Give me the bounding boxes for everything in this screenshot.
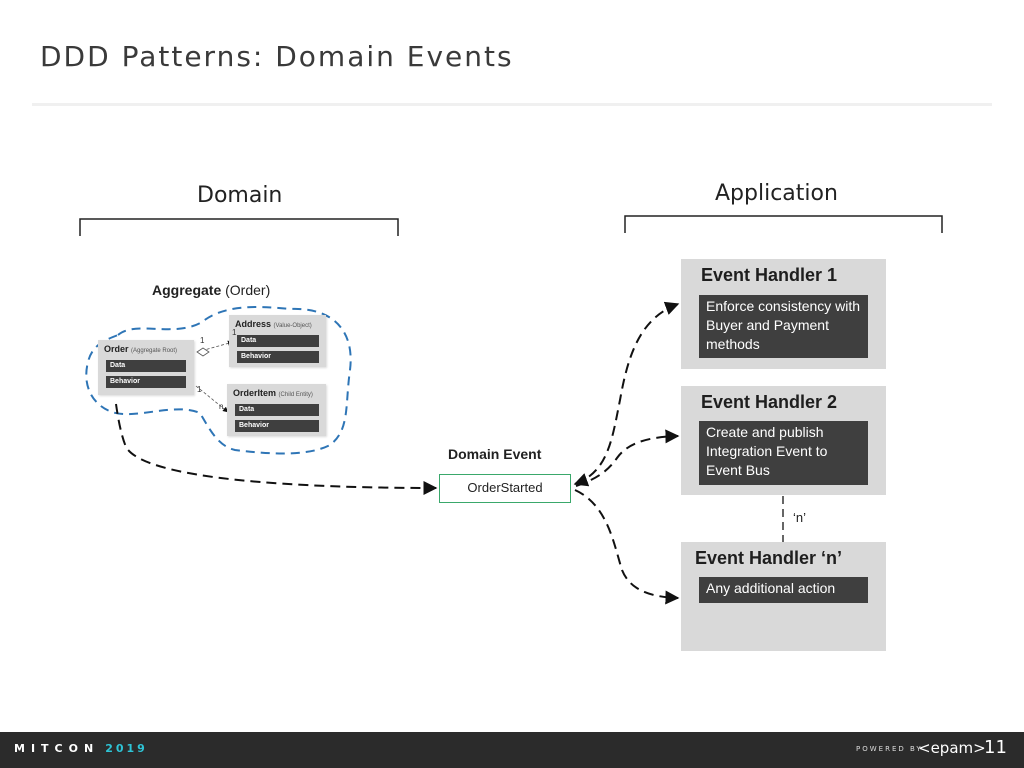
order-item-entity-title: OrderItem (Child Entity) (233, 388, 313, 398)
order-entity: Order (Aggregate Root) Data Behavior (98, 340, 194, 395)
event-handler-1-title: Event Handler 1 (701, 265, 838, 285)
address-entity-title: Address (Value-Object) (235, 319, 312, 329)
multiplicity-order-address: 1 (200, 336, 205, 345)
dispatch-arrow-handler-n (574, 489, 680, 605)
aggregate-label: Aggregate (Order) (152, 282, 271, 298)
event-handler-n-description: Any additional action (699, 577, 868, 603)
order-item-behavior-row: Behavior (235, 420, 319, 432)
handler-n-label: ‘n’ (793, 510, 807, 525)
epam-logo: <epam> (918, 739, 986, 757)
event-handler-n: Event Handler ‘n’ Any additional action (681, 542, 886, 651)
multiplicity-address: 1 (232, 328, 237, 337)
event-handler-2-title: Event Handler 2 (701, 392, 838, 412)
domain-bracket (79, 218, 399, 236)
order-item-entity: OrderItem (Child Entity) Data Behavior (227, 384, 326, 436)
powered-by-label: POWERED BY (856, 745, 923, 753)
address-behavior-row: Behavior (237, 351, 319, 363)
page-number: 11 (984, 737, 1007, 758)
raise-event-arrow (115, 403, 438, 495)
address-data-row: Data (237, 335, 319, 347)
title-divider (32, 103, 992, 106)
dispatch-arrow-handler-2 (575, 429, 680, 487)
application-bracket (624, 215, 943, 233)
order-behavior-row: Behavior (106, 376, 186, 388)
order-item-data-row: Data (235, 404, 319, 416)
multiplicity-item-n: n (219, 402, 224, 411)
event-handler-1-description: Enforce consistency with Buyer and Payme… (699, 295, 868, 358)
aggregation-diamond (196, 347, 210, 357)
event-handler-n-title: Event Handler ‘n’ (695, 548, 843, 568)
multiplicity-order-item: 1 (197, 385, 202, 394)
order-entity-title: Order (Aggregate Root) (104, 344, 178, 354)
event-handler-2-description: Create and publish Integration Event to … (699, 421, 868, 485)
domain-event-box: OrderStarted (439, 474, 571, 503)
aggregate-boundary (85, 306, 352, 455)
slide-title: DDD Patterns: Domain Events (40, 40, 514, 73)
order-to-item-link (195, 385, 229, 413)
application-heading: Application (715, 181, 838, 206)
event-handler-2: Event Handler 2 Create and publish Integ… (681, 386, 886, 495)
dispatch-arrow-handler-1 (573, 301, 680, 487)
domain-heading: Domain (197, 183, 283, 208)
address-entity: Address (Value-Object) Data Behavior (229, 315, 326, 367)
order-data-row: Data (106, 360, 186, 372)
footer-bar (0, 732, 1024, 768)
domain-event-label: Domain Event (448, 446, 542, 462)
event-handler-1: Event Handler 1 Enforce consistency with… (681, 259, 886, 369)
